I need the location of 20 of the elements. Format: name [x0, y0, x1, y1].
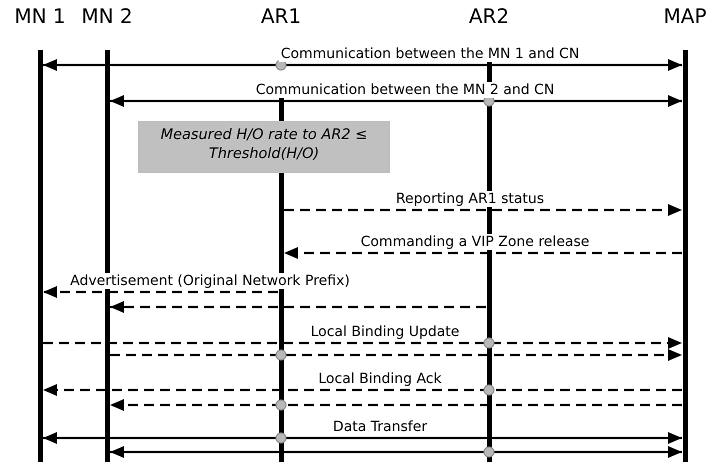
message-arrow — [43, 337, 682, 349]
message-arrow — [43, 286, 278, 298]
edge-label: Commanding a VIP Zone release — [358, 234, 592, 250]
lifeline-header: AR1 — [260, 4, 302, 28]
message-arrow — [110, 301, 486, 313]
lifeline-header: MN 2 — [81, 4, 133, 28]
lifeline-header: AR2 — [468, 4, 510, 28]
condition-note: Measured H/O rate to AR2 ≤ Threshold(H/O) — [138, 121, 390, 173]
message-arrow — [284, 204, 682, 216]
message-arrow — [284, 247, 682, 259]
message-arrow — [110, 399, 682, 411]
message-arrow — [110, 349, 682, 361]
message-arrow — [110, 446, 682, 458]
message-arrow — [43, 59, 682, 71]
lifeline-header: MAP — [664, 4, 706, 28]
message-arrow — [110, 95, 682, 107]
lifeline-header: MN 1 — [14, 4, 66, 28]
message-arrow — [43, 384, 682, 396]
edge-label: Advertisement (Original Network Prefix) — [68, 273, 352, 289]
message-arrow — [43, 432, 682, 444]
